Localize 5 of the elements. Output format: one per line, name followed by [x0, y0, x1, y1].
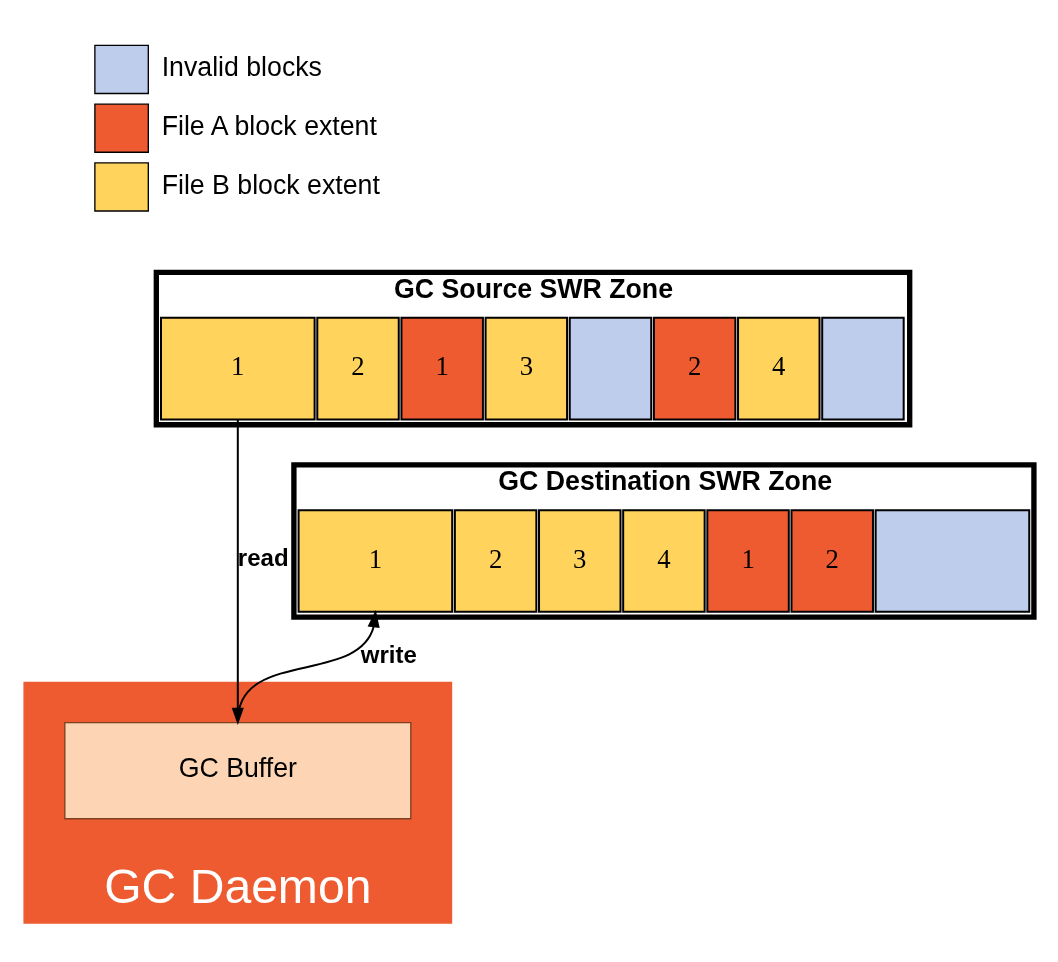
legend-label: Invalid blocks [161, 51, 322, 82]
edge-label: read [237, 543, 289, 571]
edge-label: write [360, 640, 417, 668]
legend-label: File A block extent [161, 110, 377, 141]
legend-label: File B block extent [161, 169, 380, 200]
